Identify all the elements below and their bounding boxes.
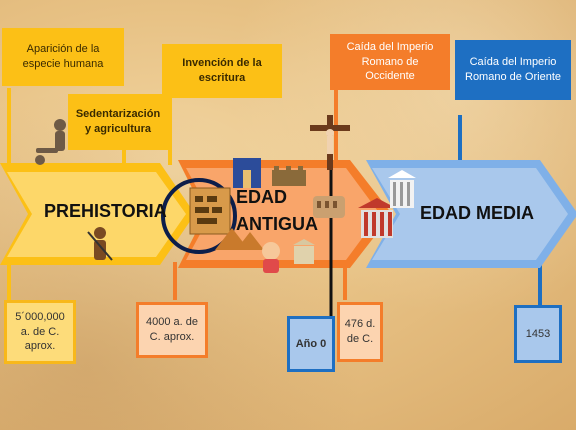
event-caida-oriente-box: Caída del Imperio Romano de Oriente bbox=[455, 40, 571, 100]
event-sedentarizacion-box: Sedentarización y agricultura bbox=[68, 94, 168, 150]
chevron-media-inner bbox=[372, 168, 568, 260]
highlight-circle bbox=[161, 178, 237, 254]
roman-temple-icon-red bbox=[358, 198, 396, 238]
greek-temple-icon bbox=[293, 239, 315, 264]
date-anio0-box: Año 0 bbox=[287, 316, 335, 372]
era-antigua-line2: ANTIGUA bbox=[236, 214, 318, 234]
date-prehistoria-box: 5´000,000 a. de C. aprox. bbox=[4, 300, 76, 364]
era-prehistoria: PREHISTORIA bbox=[44, 201, 167, 221]
colosseum-icon bbox=[313, 196, 345, 218]
pyramids-icon bbox=[215, 228, 264, 250]
date-escritura-box: 4000 a. de C. aprox. bbox=[136, 302, 208, 358]
crucifix-icon bbox=[310, 115, 350, 170]
event-aparicion-box: Aparición de la especie humana bbox=[2, 28, 124, 86]
date-oriente-box: 1453 bbox=[514, 305, 562, 363]
child-character-icon bbox=[262, 242, 280, 273]
era-antigua-line1: EDAD bbox=[236, 187, 288, 207]
event-caida-occidente-box: Caída del Imperio Romano de Occidente bbox=[330, 34, 450, 90]
date-occidente-box: 476 d. de C. bbox=[337, 302, 383, 362]
hieroglyph-tablet-icon bbox=[189, 187, 231, 235]
byzantine-temple-icon bbox=[388, 170, 416, 208]
event-escritura-box: Invención de la escritura bbox=[162, 44, 282, 98]
chevron-prehistoria-inner bbox=[7, 172, 186, 257]
babylon-gate-icon bbox=[233, 158, 261, 188]
era-media: EDAD MEDIA bbox=[420, 203, 535, 223]
hunter-figure-icon bbox=[87, 227, 113, 261]
great-wall-icon bbox=[272, 166, 306, 186]
caveman-figure-icon bbox=[35, 119, 66, 165]
